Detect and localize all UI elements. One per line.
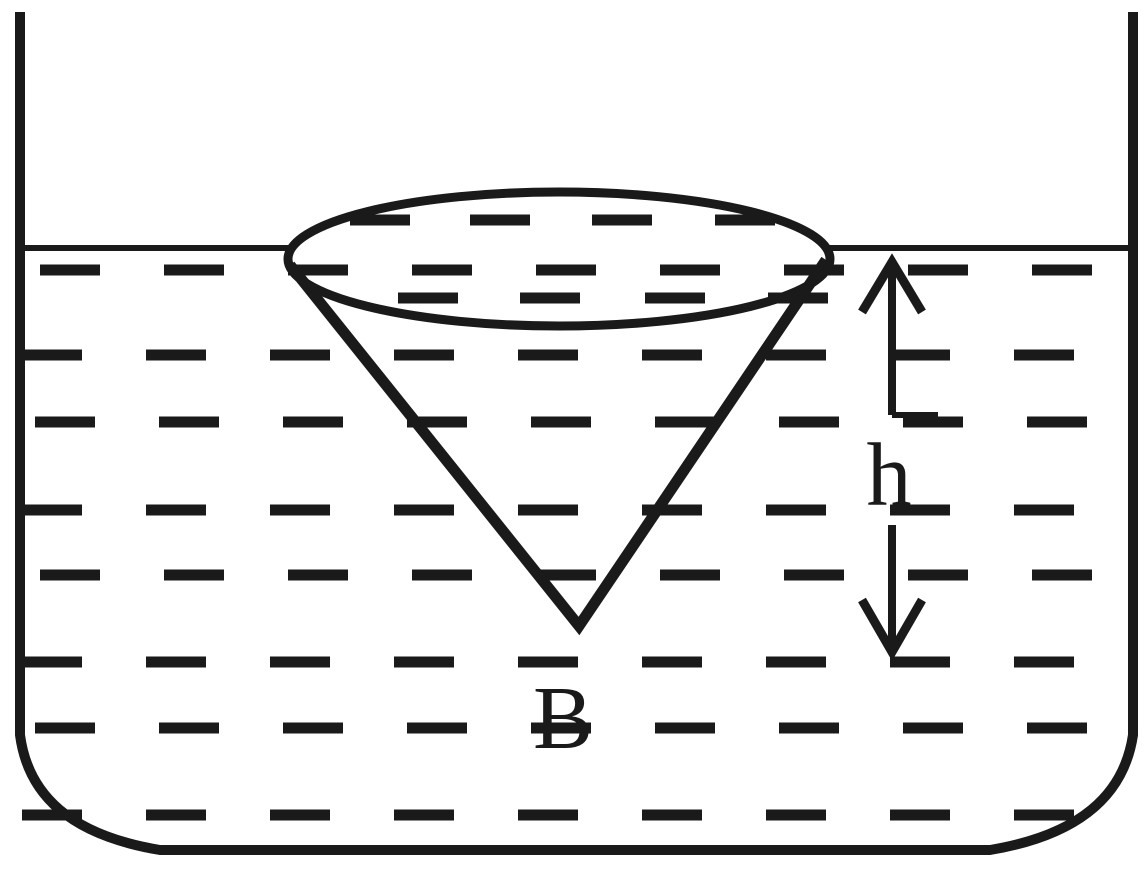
height-label: h (867, 426, 912, 525)
cone-body (285, 256, 831, 636)
cone-opening (283, 187, 835, 331)
height-dimension (858, 253, 938, 662)
cone-opening-hatching (350, 214, 828, 304)
liquid-hatching (22, 264, 1092, 821)
height-arrowhead-up (858, 253, 926, 315)
height-arrowhead-down (858, 597, 926, 662)
container-outline (15, 12, 1138, 855)
cone-tip-label: B (533, 669, 593, 768)
